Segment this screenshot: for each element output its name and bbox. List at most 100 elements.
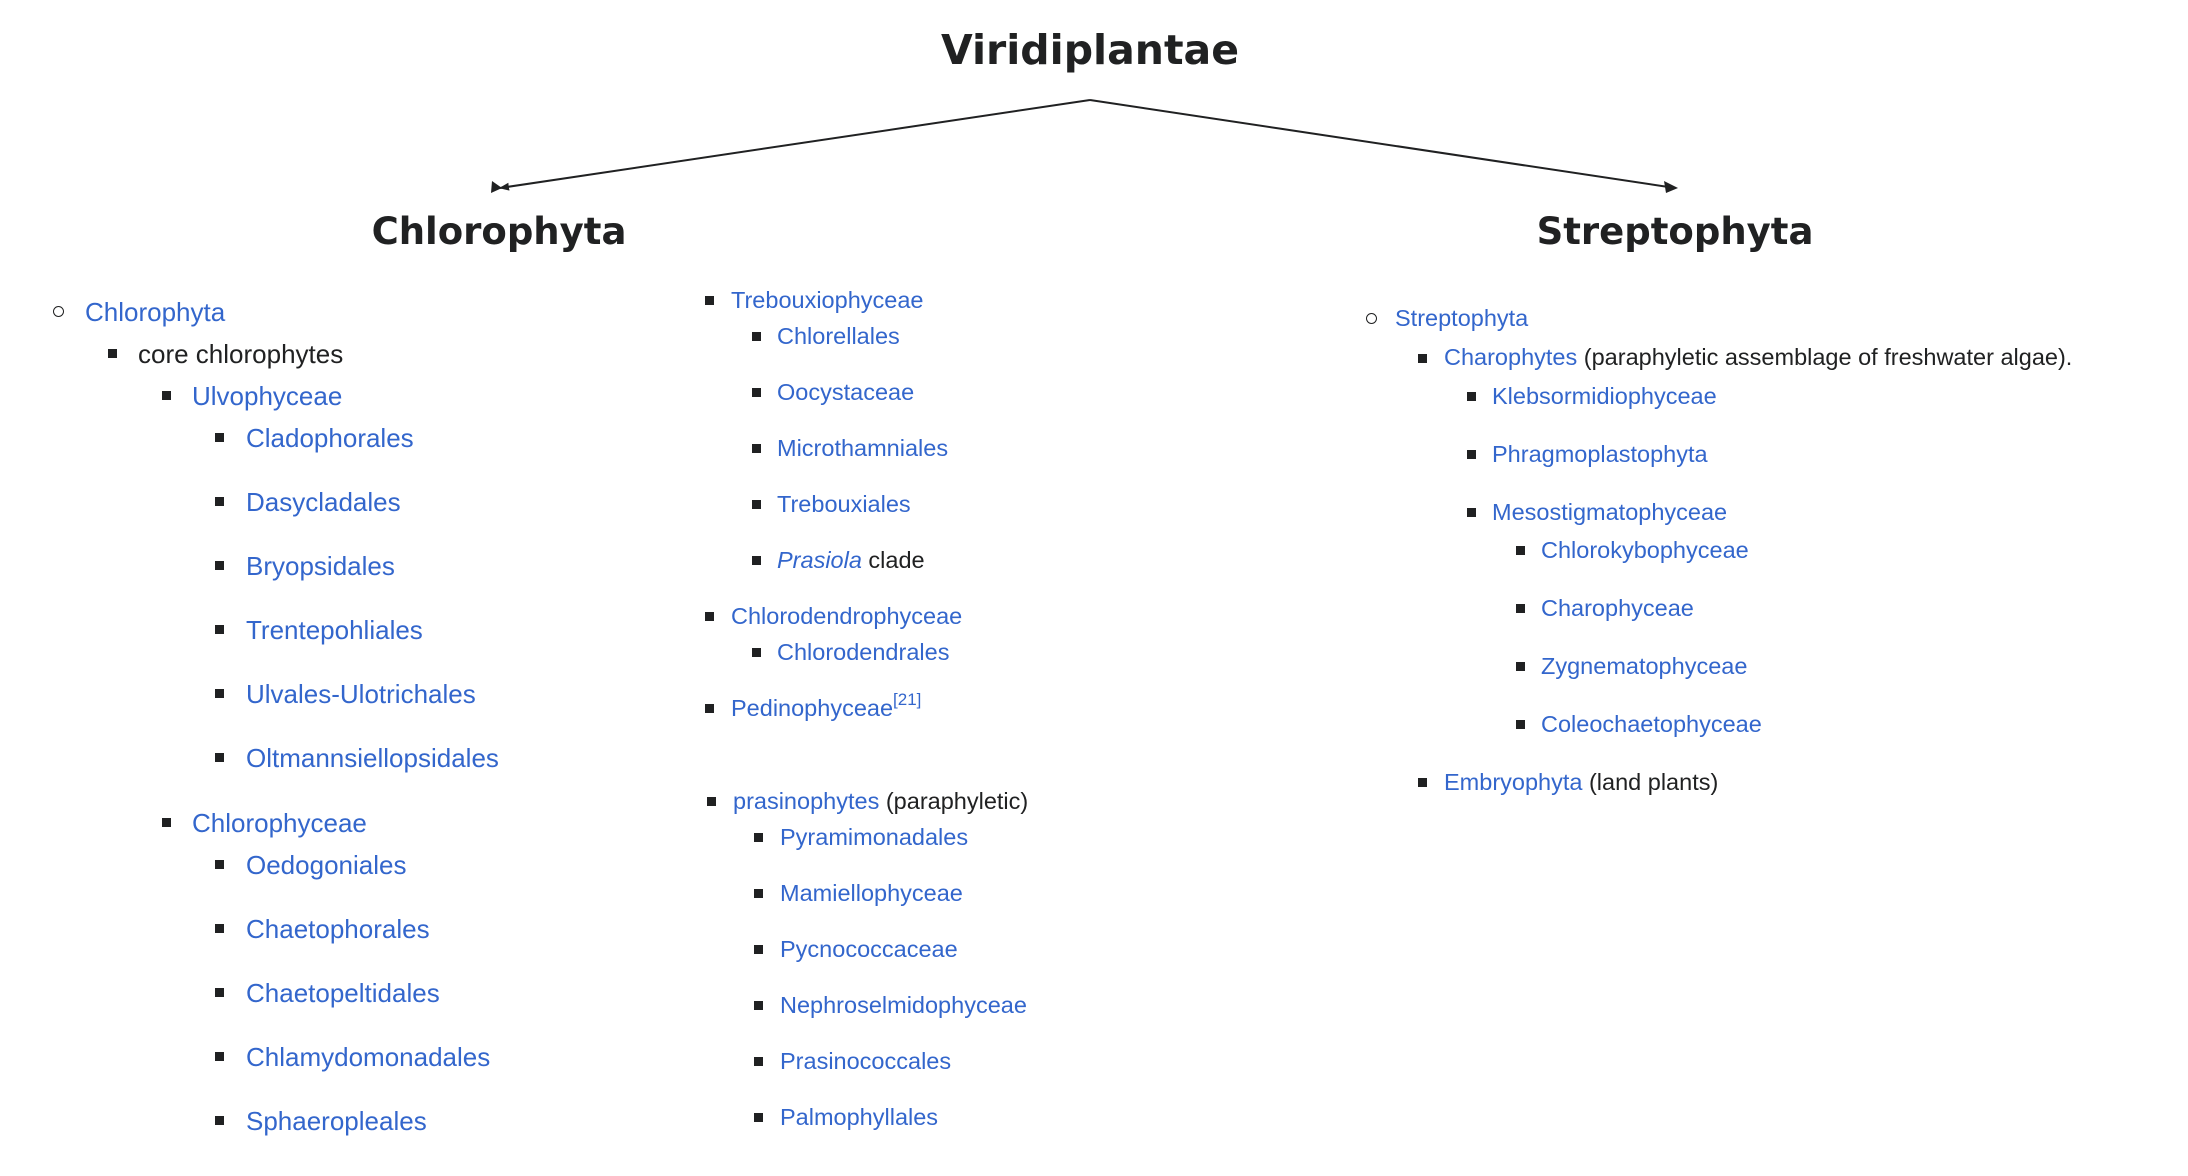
link-chaetophorales[interactable]: Chaetophorales (246, 914, 430, 944)
list-item-subclass[interactable]: Chlorokybophyceae (1541, 537, 1749, 563)
link-chlorodendrales[interactable]: Chlorodendrales (777, 639, 950, 665)
square-bullet-icon (1516, 720, 1525, 729)
link-oedogoniales[interactable]: Oedogoniales (246, 850, 407, 880)
link-oltmannsiellopsidales[interactable]: Oltmannsiellopsidales (246, 743, 499, 773)
link-pyramimonadales[interactable]: Pyramimonadales (780, 824, 969, 850)
list-item-order[interactable]: Pyramimonadales (780, 824, 969, 850)
link-charophyceae[interactable]: Charophyceae (1541, 595, 1694, 621)
list-item-order[interactable]: Oltmannsiellopsidales (246, 745, 499, 771)
list-item-order[interactable]: Oedogoniales (246, 852, 406, 878)
list-item-subclass[interactable]: Coleochaetophyceae (1541, 711, 1762, 737)
link-bryopsidales[interactable]: Bryopsidales (246, 551, 395, 581)
list-item-class[interactable]: Phragmoplastophyta (1492, 441, 1708, 467)
list-item-prasinophytes[interactable]: prasinophytes (paraphyletic) (733, 788, 1028, 814)
link-pycnococcaceae[interactable]: Pycnococcaceae (780, 936, 958, 962)
square-bullet-icon (752, 332, 761, 341)
square-bullet-icon (752, 556, 761, 565)
list-item-order[interactable]: Microthamniales (777, 435, 949, 461)
link-chlorodendrophyceae[interactable]: Chlorodendrophyceae (731, 603, 963, 629)
square-bullet-icon (1516, 662, 1525, 671)
list-item-subclass[interactable]: Charophyceae (1541, 595, 1694, 621)
square-bullet-icon (215, 753, 224, 762)
link-prasinophytes[interactable]: prasinophytes (733, 788, 880, 814)
list-item-order[interactable]: Trebouxiales (777, 491, 911, 517)
core-chlorophytes-label: core chlorophytes (138, 339, 344, 369)
list-item-order[interactable]: Ulvales-Ulotrichales (246, 681, 476, 707)
reference-21[interactable]: [21] (893, 690, 922, 709)
square-bullet-icon (752, 444, 761, 453)
link-trebouxiophyceae[interactable]: Trebouxiophyceae (731, 287, 924, 313)
link-zygnematophyceae[interactable]: Zygnematophyceae (1541, 653, 1748, 679)
list-item-order[interactable]: Chlamydomonadales (246, 1044, 490, 1070)
list-item-core-chlorophytes: core chlorophytes (138, 341, 343, 367)
link-charophytes[interactable]: Charophytes (1444, 344, 1578, 370)
link-mamiellophyceae[interactable]: Mamiellophyceae (780, 880, 963, 906)
arrow-left (499, 99, 1091, 191)
link-chaetopeltidales[interactable]: Chaetopeltidales (246, 978, 440, 1008)
link-ulvophyceae[interactable]: Ulvophyceae (192, 381, 343, 411)
link-pedinophyceae[interactable]: Pedinophyceae (731, 695, 894, 721)
list-item-order[interactable]: Mamiellophyceae (780, 880, 963, 906)
list-item-order[interactable]: Oocystaceae (777, 379, 915, 405)
list-item-order[interactable]: Palmophyllales (780, 1104, 939, 1130)
square-bullet-icon (108, 349, 117, 358)
link-klebsormidiophyceae[interactable]: Klebsormidiophyceae (1492, 383, 1717, 409)
link-sphaeropleales[interactable]: Sphaeropleales (246, 1106, 427, 1136)
list-item-order[interactable]: Trentepohliales (246, 617, 423, 643)
square-bullet-icon (754, 1057, 763, 1066)
list-item-streptophyta[interactable]: Streptophyta (1395, 305, 1529, 331)
square-bullet-icon (215, 497, 224, 506)
list-item-order[interactable]: Chaetophorales (246, 916, 430, 942)
link-mesostigmatophyceae[interactable]: Mesostigmatophyceae (1492, 499, 1728, 525)
link-chlorokybophyceae[interactable]: Chlorokybophyceae (1541, 537, 1749, 563)
link-dasycladales[interactable]: Dasycladales (246, 487, 401, 517)
list-item-order[interactable]: Dasycladales (246, 489, 401, 515)
link-chlorellales[interactable]: Chlorellales (777, 323, 900, 349)
list-item-chlorodendrophyceae[interactable]: Chlorodendrophyceae (731, 603, 963, 629)
link-trebouxiales[interactable]: Trebouxiales (777, 491, 911, 517)
link-oocystaceae[interactable]: Oocystaceae (777, 379, 915, 405)
link-microthamniales[interactable]: Microthamniales (777, 435, 949, 461)
list-item-embryophyta[interactable]: Embryophyta (land plants) (1444, 769, 1718, 795)
square-bullet-icon (162, 818, 171, 827)
list-item-order[interactable]: Pycnococcaceae (780, 936, 958, 962)
list-item-trebouxiophyceae[interactable]: Trebouxiophyceae (731, 287, 924, 313)
list-item-chlorophyceae[interactable]: Chlorophyceae (192, 810, 367, 836)
square-bullet-icon (754, 1001, 763, 1010)
link-coleochaetophyceae[interactable]: Coleochaetophyceae (1541, 711, 1762, 737)
list-item-order[interactable]: Sphaeropleales (246, 1108, 427, 1134)
list-item-class[interactable]: Mesostigmatophyceae (1492, 499, 1728, 525)
link-chlorophyceae[interactable]: Chlorophyceae (192, 808, 367, 838)
list-item-order[interactable]: Prasinococcales (780, 1048, 952, 1074)
charophytes-note: (paraphyletic assemblage of freshwater a… (1577, 344, 2073, 370)
list-item-chlorophyta[interactable]: Chlorophyta (85, 299, 225, 325)
list-item-order[interactable]: Chaetopeltidales (246, 980, 440, 1006)
square-bullet-icon (215, 689, 224, 698)
square-bullet-icon (215, 1116, 224, 1125)
list-item-order[interactable]: Chlorellales (777, 323, 900, 349)
link-chlamydomonadales[interactable]: Chlamydomonadales (246, 1042, 491, 1072)
link-prasiola[interactable]: Prasiola (777, 547, 862, 573)
list-item-class[interactable]: Klebsormidiophyceae (1492, 383, 1717, 409)
link-embryophyta[interactable]: Embryophyta (1444, 769, 1583, 795)
list-item-ulvophyceae[interactable]: Ulvophyceae (192, 383, 342, 409)
link-prasinococcales[interactable]: Prasinococcales (780, 1048, 952, 1074)
link-nephroselmidophyceae[interactable]: Nephroselmidophyceae (780, 992, 1027, 1018)
link-cladophorales[interactable]: Cladophorales (246, 423, 414, 453)
list-item-pedinophyceae[interactable]: Pedinophyceae[21] (731, 691, 921, 721)
link-trentepohliales[interactable]: Trentepohliales (246, 615, 423, 645)
square-bullet-icon (1418, 778, 1427, 787)
link-phragmoplastophyta[interactable]: Phragmoplastophyta (1492, 441, 1708, 467)
link-chlorophyta[interactable]: Chlorophyta (85, 297, 226, 327)
square-bullet-icon (1467, 392, 1476, 401)
link-ulvales-ulotrichales[interactable]: Ulvales-Ulotrichales (246, 679, 476, 709)
link-palmophyllales[interactable]: Palmophyllales (780, 1104, 939, 1130)
list-item-prasiola-clade[interactable]: Prasiola clade (777, 547, 925, 573)
list-item-order[interactable]: Cladophorales (246, 425, 414, 451)
list-item-subclass[interactable]: Zygnematophyceae (1541, 653, 1748, 679)
list-item-charophytes[interactable]: Charophytes (paraphyletic assemblage of … (1444, 344, 2073, 370)
list-item-order[interactable]: Nephroselmidophyceae (780, 992, 1027, 1018)
list-item-order[interactable]: Chlorodendrales (777, 639, 950, 665)
list-item-order[interactable]: Bryopsidales (246, 553, 395, 579)
link-streptophyta[interactable]: Streptophyta (1395, 305, 1529, 331)
